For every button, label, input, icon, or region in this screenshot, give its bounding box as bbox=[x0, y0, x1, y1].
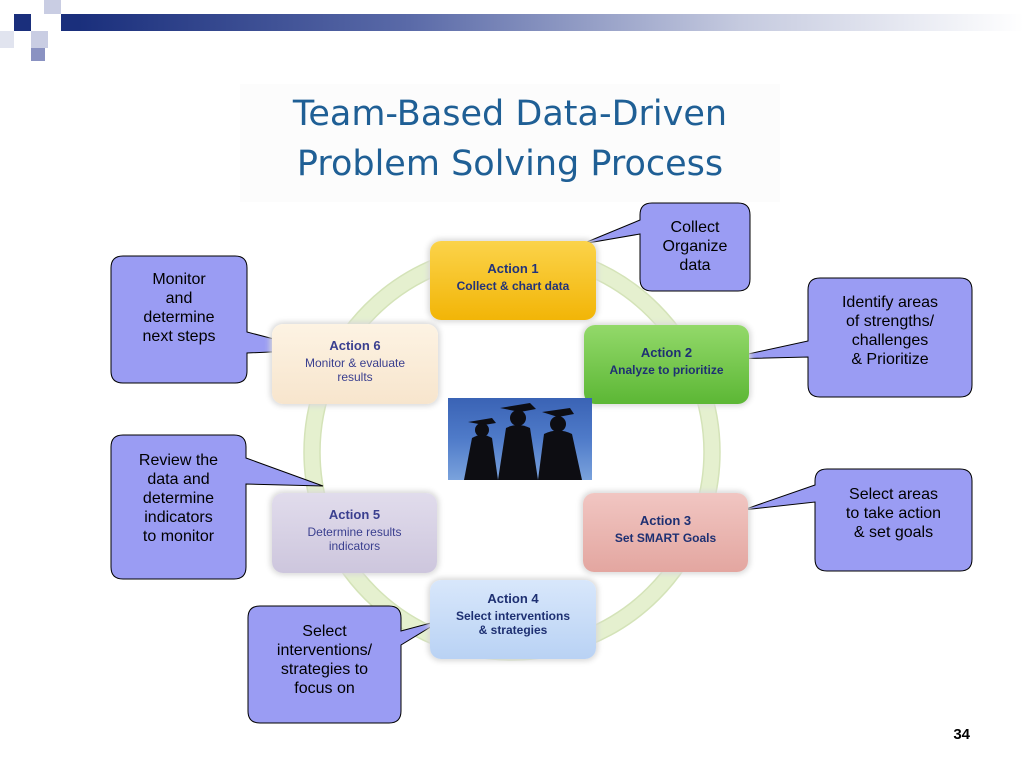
header-square-light bbox=[31, 31, 48, 48]
callout-line: & Prioritize bbox=[851, 351, 929, 368]
callout-line: to monitor bbox=[142, 528, 215, 545]
callout-review bbox=[110, 434, 324, 580]
callout-line: Monitor bbox=[152, 271, 206, 288]
title-line-1: Team-Based Data-Driven bbox=[292, 94, 728, 134]
callout-select-interventions-text: Select interventions/ strategies to focu… bbox=[248, 622, 401, 698]
callout-line: focus on bbox=[294, 680, 355, 697]
header-square-light bbox=[44, 0, 61, 14]
callout-line: indicators bbox=[144, 509, 213, 526]
callout-select-areas-text: Select areas to take action & set goals bbox=[815, 485, 972, 542]
callout-line: data bbox=[679, 257, 711, 274]
action-5-box: Action 5 Determine results indicators bbox=[272, 493, 437, 573]
action-3-label: Set SMART Goals bbox=[614, 531, 717, 545]
action-4-box: Action 4 Select interventions & strategi… bbox=[430, 580, 596, 659]
callout-review-text: Review the data and determine indicators… bbox=[111, 451, 246, 546]
title-line-2: Problem Solving Process bbox=[296, 144, 724, 184]
callout-line: to take action bbox=[845, 505, 942, 522]
callout-line: of strengths/ bbox=[845, 313, 935, 330]
callout-line: Identify areas bbox=[841, 294, 939, 311]
action-6-number: Action 6 bbox=[329, 338, 381, 353]
action-6-box: Action 6 Monitor & evaluate results bbox=[272, 324, 438, 404]
callout-monitor-text: Monitor and determine next steps bbox=[111, 270, 247, 346]
action-5-label: Determine results indicators bbox=[307, 525, 402, 553]
callout-line: Collect bbox=[670, 219, 720, 236]
action-4-label: Select interventions & strategies bbox=[455, 609, 571, 637]
action-1-box: Action 1 Collect & chart data bbox=[430, 241, 596, 320]
callout-line: data and bbox=[147, 471, 210, 488]
action-3-box: Action 3 Set SMART Goals bbox=[583, 493, 748, 572]
callout-line: next steps bbox=[142, 328, 216, 345]
callout-line: Review the bbox=[138, 452, 219, 469]
callout-identify bbox=[724, 277, 973, 398]
action-3-number: Action 3 bbox=[639, 513, 692, 528]
callout-line: strategies to bbox=[280, 661, 369, 678]
graduates-silhouette-icon bbox=[464, 403, 582, 480]
callout-line: Select areas bbox=[849, 486, 938, 503]
callout-line: determine bbox=[143, 309, 215, 326]
action-2-box: Action 2 Analyze to prioritize bbox=[584, 325, 749, 404]
header-square-dark bbox=[14, 14, 31, 31]
callout-line: and bbox=[165, 290, 193, 307]
action-1-number: Action 1 bbox=[487, 261, 539, 276]
action-1-label: Collect & chart data bbox=[456, 279, 570, 293]
graduates-image bbox=[448, 398, 592, 480]
callout-monitor bbox=[110, 255, 317, 384]
action-4-number: Action 4 bbox=[487, 591, 539, 606]
action-6-label: Monitor & evaluate results bbox=[304, 356, 406, 384]
callout-collect-text: Collect Organize data bbox=[640, 218, 750, 275]
header-bar bbox=[78, 14, 1024, 31]
callout-line: & set goals bbox=[853, 524, 934, 541]
header-square-dark bbox=[61, 14, 78, 31]
callout-identify-text: Identify areas of strengths/ challenges … bbox=[808, 293, 972, 369]
action-5-number: Action 5 bbox=[328, 507, 381, 522]
action-2-label: Analyze to prioritize bbox=[609, 363, 724, 377]
title-box: Team-Based Data-Driven Problem Solving P… bbox=[240, 84, 780, 202]
callout-line: determine bbox=[142, 490, 215, 507]
header-square-light bbox=[0, 31, 14, 48]
page-number: 34 bbox=[953, 726, 970, 743]
callout-select-areas bbox=[742, 468, 973, 572]
callout-line: challenges bbox=[851, 332, 929, 349]
callout-select-interventions bbox=[247, 605, 443, 724]
header-square-mid bbox=[31, 48, 45, 61]
callout-line: interventions/ bbox=[276, 642, 373, 659]
action-2-number: Action 2 bbox=[640, 345, 693, 360]
callout-line: Select bbox=[302, 623, 347, 640]
callout-collect bbox=[581, 202, 751, 292]
callout-line: Organize bbox=[662, 238, 728, 255]
